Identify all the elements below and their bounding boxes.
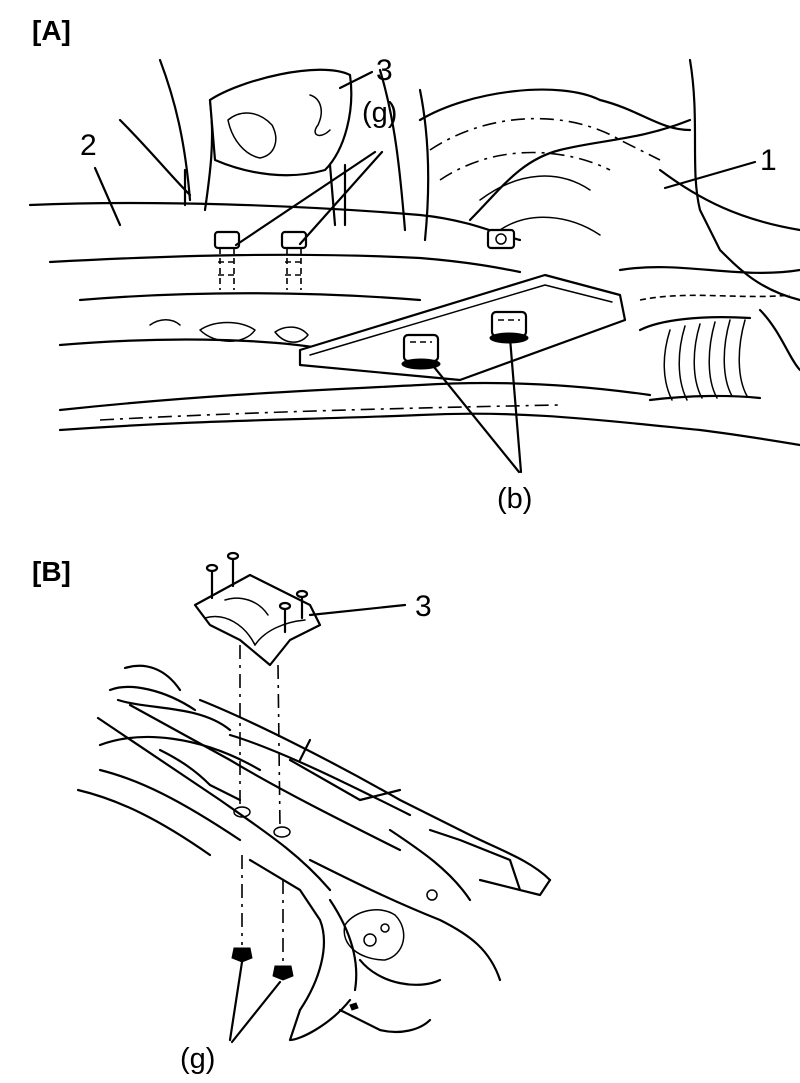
leader-b-left [428,360,521,474]
callout-b-a: (b) [497,483,532,515]
callout-3-a: 3 [376,54,393,87]
bolt-g-left [213,230,241,290]
leader-g-b-left [228,960,244,1042]
bolts-g-a [213,228,516,290]
mount-rubber-a [208,68,353,227]
nut-top [486,228,516,250]
frame-member [76,664,552,1042]
leader-3-a [338,70,374,90]
panel-b-label: [B] [32,556,71,587]
vehicle-body [418,58,800,302]
leader-g-right [298,150,384,246]
leader-3-b [308,603,407,617]
callout-g-a: (g) [362,97,397,129]
leader-g-left [234,150,377,247]
panel-a: [A] [28,15,800,515]
callout-1: 1 [760,144,777,177]
reinforcement-plate [298,273,627,382]
alignment-lines [239,645,284,965]
panel-b: [B] [32,551,552,1075]
nut-g-left [231,947,253,963]
stud-1 [205,563,219,600]
leader-g-b-right [230,980,282,1044]
stud-2 [226,551,240,588]
stud-3 [278,601,292,634]
callout-2: 2 [80,129,97,162]
callout-g-b: (g) [180,1043,215,1075]
leader-1 [663,160,757,190]
leader-b-right [508,336,523,474]
leaders-a [93,70,757,474]
leaders-b [228,603,407,1044]
mount-rubber-b [193,551,322,667]
panel-a-label: [A] [32,15,71,46]
bolts-b-a [401,310,529,370]
leader-2 [93,166,122,227]
callout-3-b: 3 [415,590,432,623]
nut-g-right [272,965,294,981]
nuts-g-b [231,947,294,981]
stud-4 [295,589,309,620]
bolt-b-left [401,333,441,370]
tunnel-area [118,58,430,242]
exhaust-coils [638,308,800,402]
